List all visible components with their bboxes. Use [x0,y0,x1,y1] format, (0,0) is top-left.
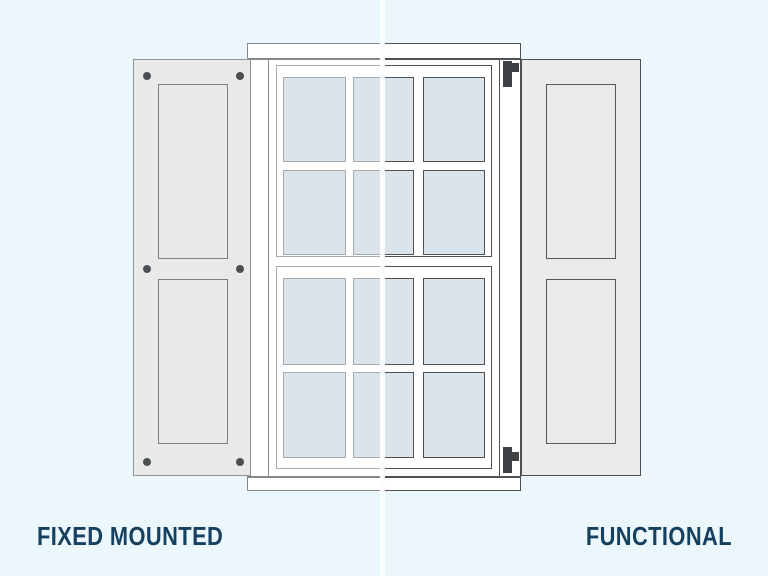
center-split-line [380,0,385,576]
lower-sash [383,266,492,469]
shutter-panel [158,84,228,259]
screw-icon [236,72,244,80]
hinge-tab [512,452,519,461]
window-pane [353,77,383,162]
upper-sash [276,65,383,257]
functional-shutter [521,59,641,476]
screw-icon [236,458,244,466]
window-pane [383,170,414,255]
screw-icon [143,72,151,80]
shutter-panel [546,84,616,259]
window-pane [353,278,383,365]
fixed-mounted-shutter [133,59,251,476]
lower-sash [276,266,383,469]
window-pane [353,170,383,255]
window-pane [423,77,485,162]
shutter-panel [546,279,616,444]
window-pane [383,278,414,365]
upper-sash [383,65,492,257]
hinge-tab [512,63,519,72]
screw-icon [143,265,151,273]
casing-top-rail [247,58,383,60]
hinge-bar [503,447,512,473]
hinge-icon [503,61,519,87]
window-pane [283,278,346,365]
window-pane [283,170,346,255]
hinge-bar [503,61,512,87]
casing-sill-rail [247,476,383,478]
left-caption: FIXED MOUNTED [37,521,224,551]
window-pane [283,372,346,458]
shutter-panel [158,279,228,444]
window-pane [283,77,346,162]
window-pane [423,278,485,365]
screw-icon [236,265,244,273]
window-pane [423,170,485,255]
window-pane [423,372,485,458]
window-pane [353,372,383,458]
window-pane [383,372,414,458]
hinge-icon [503,447,519,473]
right-caption: FUNCTIONAL [585,521,732,551]
screw-icon [143,458,151,466]
window-pane [383,77,414,162]
casing-top-rail [383,58,521,60]
casing-sill-rail [383,476,521,478]
